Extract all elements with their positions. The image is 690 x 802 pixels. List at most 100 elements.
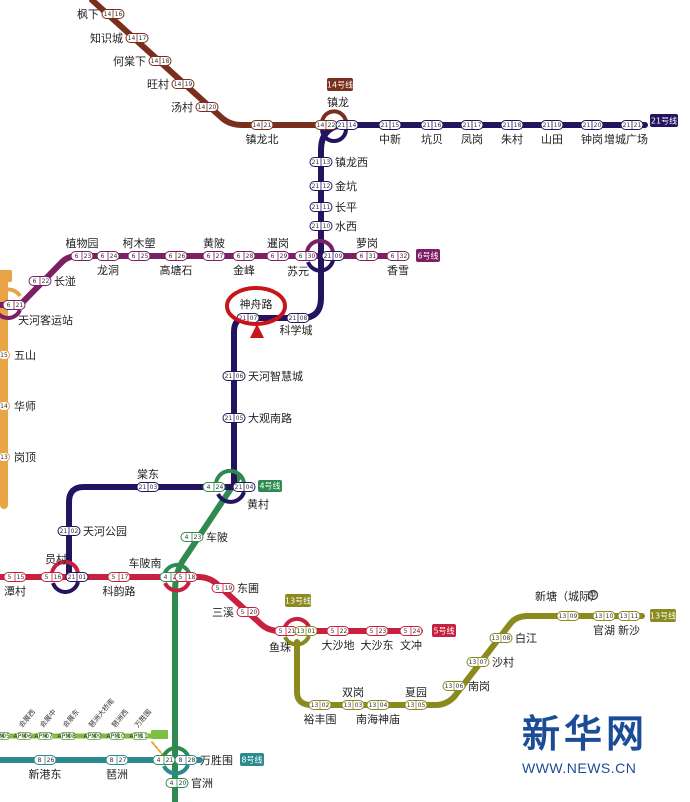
station-line4[interactable]: 422车陂南 (129, 556, 183, 582)
station-code-badge: 14 (0, 401, 10, 411)
station-number: 09 (94, 733, 102, 740)
station-number: 32 (400, 253, 408, 260)
station-name: 汤村 (171, 100, 193, 114)
station-apm[interactable]: APM05 (0, 732, 11, 741)
line-number: 13 (297, 628, 305, 635)
line-number: 6 (299, 253, 303, 260)
line-number: 14 (128, 35, 136, 42)
line-number: 13 (469, 659, 477, 666)
station-name: 暹岗 (267, 237, 289, 250)
intercity-icon (587, 589, 599, 601)
station-name: 会展中 (38, 707, 58, 729)
station-number: 17 (139, 35, 147, 42)
line-number: 4 (207, 484, 211, 491)
line-badge-label: 6号线 (417, 251, 438, 261)
station-number: 06 (456, 683, 464, 690)
station-name: 夏园 (405, 686, 427, 699)
line-number: 21 (338, 122, 346, 129)
station-number: 15 (17, 574, 25, 581)
highlight-arrow-icon (250, 324, 264, 338)
line-number: 5 (8, 574, 12, 581)
station-name: 文冲 (400, 638, 422, 652)
